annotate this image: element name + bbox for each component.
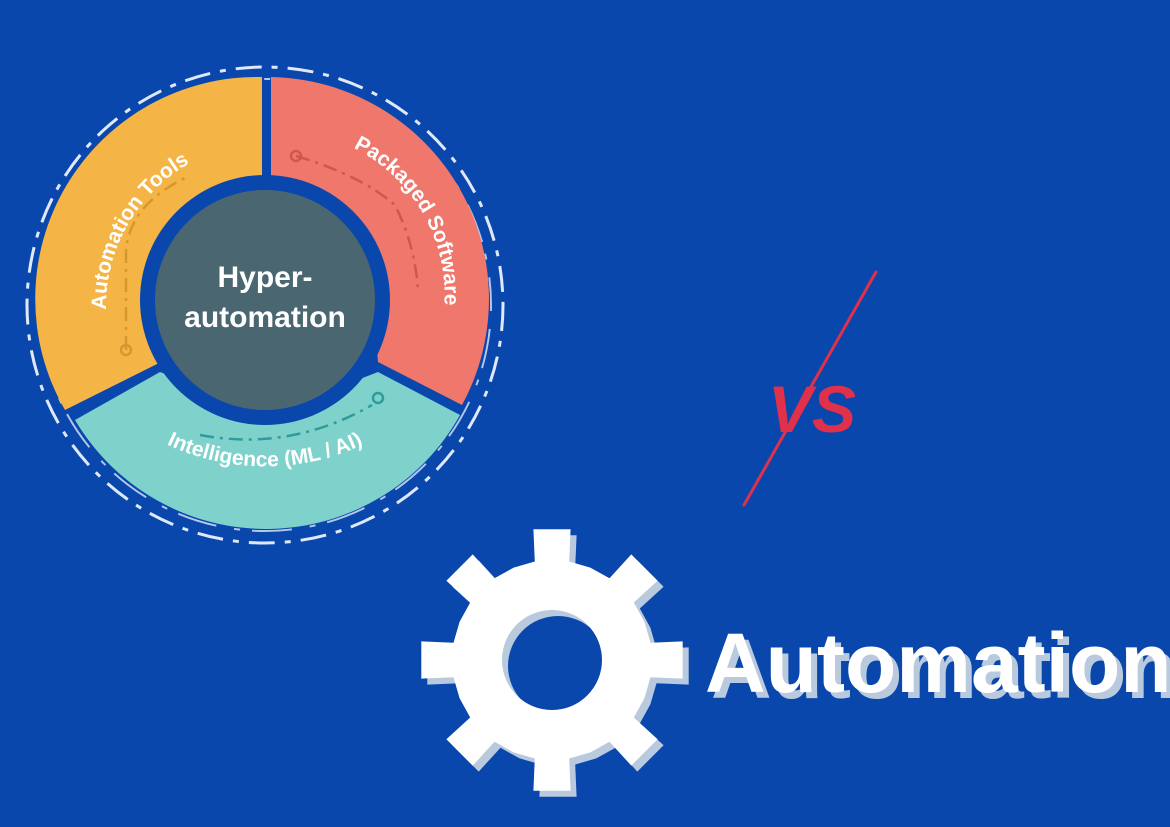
center-label-line1: Hyper- [217, 261, 312, 294]
segment-intelligence [75, 372, 460, 529]
play-triangle-icon [535, 628, 590, 700]
vs-mark: VS [742, 270, 878, 507]
connector-line-right [295, 154, 420, 291]
center-label-line2: automation [184, 301, 346, 334]
center-hub [155, 190, 375, 410]
connector-dot-left [119, 343, 133, 357]
connector-line-bottom [199, 403, 373, 441]
brand-label: Automation [705, 616, 1170, 710]
hyperautomation-diagram: Automation Tools Packaged Software Intel… [25, 65, 505, 545]
segment-packaged-software [271, 77, 489, 405]
vs-slash [742, 270, 878, 507]
gear-play-icon [421, 529, 683, 791]
brand-label-shadow: Automation [711, 622, 1170, 716]
connector-dot-right [289, 149, 303, 163]
connector-dot-bottom [371, 391, 385, 405]
outer-ring-dashed [25, 65, 505, 545]
connector-line-left [124, 176, 186, 350]
segment-automation-tools [35, 76, 262, 411]
automation-brand: Automation Automation [421, 529, 1170, 797]
vs-label: VS [768, 372, 856, 446]
